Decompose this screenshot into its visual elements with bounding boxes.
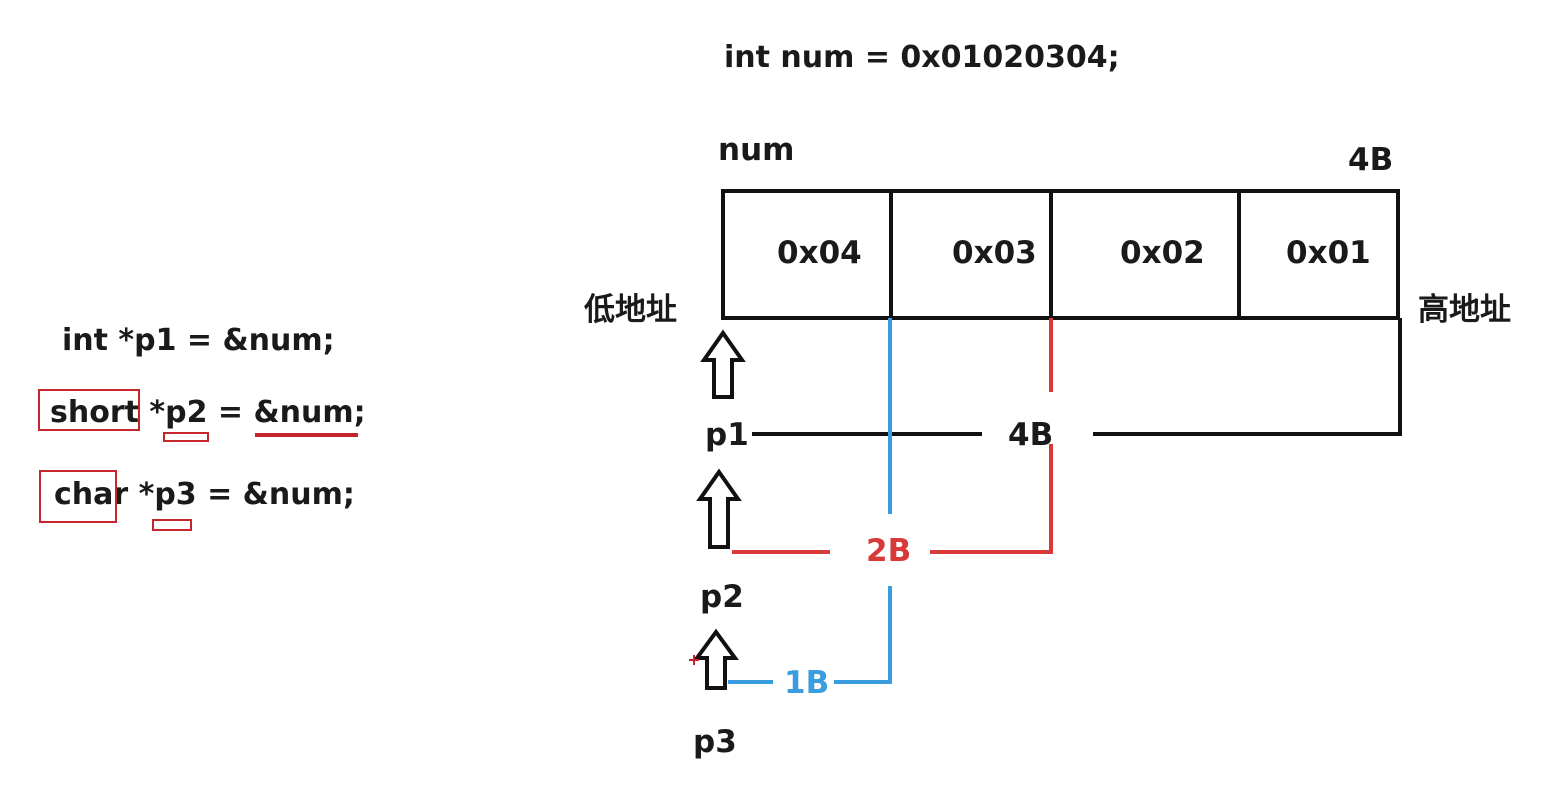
code-line-p3: char *p3 = &num; bbox=[54, 477, 355, 512]
p1-range-line-right bbox=[1093, 318, 1402, 436]
code-line-p2: short *p2 = &num; bbox=[50, 395, 366, 430]
p3-up-arrow-icon bbox=[693, 628, 739, 690]
p1-up-arrow-icon bbox=[700, 329, 746, 399]
memory-var-name: num bbox=[718, 132, 794, 168]
p3-span-label: 1B bbox=[784, 665, 829, 701]
memory-block bbox=[721, 189, 1400, 320]
low-address-label: 低地址 bbox=[583, 292, 677, 328]
byte-cell-3: 0x02 bbox=[1120, 235, 1205, 271]
red-plus-mark bbox=[689, 655, 699, 665]
p2-up-arrow-icon bbox=[696, 468, 742, 549]
byte-cell-2: 0x03 bbox=[952, 235, 1037, 271]
p2-underline-box bbox=[163, 432, 209, 442]
p1-span-label: 4B bbox=[1008, 417, 1053, 453]
p3-range-right bbox=[834, 586, 892, 684]
high-address-label: 高地址 bbox=[1418, 292, 1511, 328]
p1-label: p1 bbox=[705, 417, 749, 453]
p3-label: p3 bbox=[693, 724, 737, 760]
num-declaration: int num = 0x01020304; bbox=[724, 40, 1120, 75]
p2-range-right bbox=[930, 444, 1053, 554]
p3-underline-box bbox=[152, 519, 192, 531]
p2-label: p2 bbox=[700, 579, 744, 615]
byte-cell-4: 0x01 bbox=[1286, 235, 1371, 271]
memory-size-label: 4B bbox=[1348, 142, 1393, 178]
p2-span-label: 2B bbox=[866, 533, 911, 569]
char-type-box bbox=[39, 470, 117, 523]
code-line-p1: int *p1 = &num; bbox=[62, 323, 335, 358]
byte-cell-1: 0x04 bbox=[777, 235, 862, 271]
short-type-box bbox=[38, 389, 140, 431]
